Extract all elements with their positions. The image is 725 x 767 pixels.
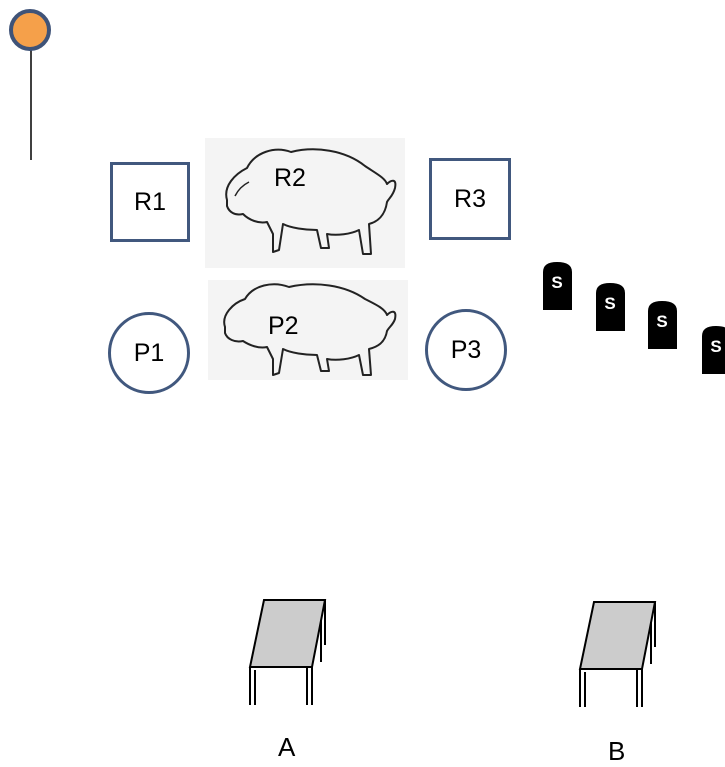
bison-r-background [205, 138, 405, 268]
p1-label: P1 [133, 338, 165, 367]
bison-icon [223, 283, 397, 376]
p3-circle: P3 [425, 309, 507, 391]
r3-box: R3 [429, 158, 511, 240]
r2-label: R2 [274, 164, 306, 192]
sign-post-icon: S [648, 301, 677, 349]
p3-label: P3 [450, 335, 482, 364]
table-a-label: A [278, 732, 296, 762]
p2-label: P2 [268, 312, 299, 340]
sign-post-icon: S [596, 283, 625, 331]
p1-circle: P1 [108, 312, 190, 394]
table-icon [578, 601, 657, 707]
sign-post-icon: S [702, 326, 725, 374]
sign-label: S [710, 337, 721, 356]
pin-marker-icon [9, 9, 51, 160]
r1-box: R1 [110, 162, 190, 242]
r3-label: R3 [454, 184, 486, 213]
bison-p-background [208, 280, 408, 380]
sign-label: S [656, 312, 667, 331]
sign-label: S [551, 273, 562, 292]
r1-label: R1 [134, 187, 166, 216]
sign-post-icon: S [543, 262, 572, 310]
bison-icon [225, 148, 397, 255]
table-icon [248, 599, 327, 705]
table-b-label: B [608, 736, 626, 766]
sign-label: S [604, 294, 615, 313]
